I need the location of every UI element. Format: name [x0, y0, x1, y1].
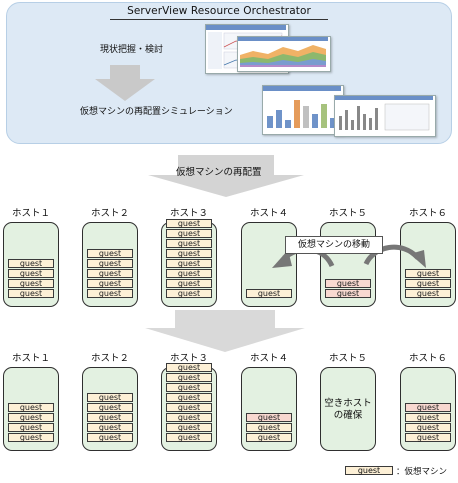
relocation-label: 仮想マシンの再配置: [176, 167, 262, 178]
guest-vm: guest: [8, 423, 54, 432]
guest-vm: guest: [87, 403, 133, 412]
guest-vm: guest: [246, 423, 292, 432]
host-label: ホスト２: [90, 208, 129, 219]
step-relocation-simulation: 仮想マシンの再配置シミュレーション: [80, 107, 233, 117]
guest-vm: guest: [166, 229, 212, 238]
guest-vm: guest: [8, 403, 54, 412]
guest-vm: guest: [405, 269, 451, 278]
down-arrow-icon: [95, 65, 155, 101]
guest-vm: guest: [8, 433, 54, 442]
guest-vm: guest: [87, 433, 133, 442]
guest-vm: guest: [166, 239, 212, 248]
relocation-arrow-icon: [148, 155, 304, 197]
guest-vm: guest: [166, 289, 212, 298]
guest-vm: guest: [87, 259, 133, 268]
stacked-chart-screenshot: [237, 36, 331, 72]
guest-vm: guest: [325, 289, 371, 298]
guest-vm: guest: [405, 279, 451, 288]
guest-vm: guest: [8, 269, 54, 278]
guest-vm: guest: [87, 269, 133, 278]
guest-vm: guest: [87, 289, 133, 298]
guest-vm: guest: [246, 433, 292, 442]
host-label: ホスト１: [11, 208, 50, 219]
free-host-note: 空きホスト の確保: [324, 398, 372, 421]
guest-vm: guest: [8, 289, 54, 298]
guest-vm: guest: [166, 259, 212, 268]
guest-vm: guest: [166, 279, 212, 288]
simulation-detail-thumbnail: [335, 96, 433, 131]
guest-vm: guest: [405, 433, 451, 442]
guest-vm: guest: [405, 423, 451, 432]
host-label: ホスト６: [408, 353, 447, 364]
guest-vm: guest: [166, 373, 212, 382]
host-label: ホスト５: [328, 208, 367, 219]
guest-vm: guest: [87, 393, 133, 402]
guest-vm: guest: [166, 383, 212, 392]
guest-vm: guest: [166, 269, 212, 278]
guest-vm: guest: [166, 393, 212, 402]
host-label: ホスト４: [249, 208, 288, 219]
host-label: ホスト１: [11, 353, 50, 364]
guest-vm: guest: [87, 413, 133, 422]
host-label: ホスト２: [90, 353, 129, 364]
product-title: ServerView Resource Orchestrator: [110, 4, 328, 20]
guest-vm: guest: [325, 279, 371, 288]
guest-vm: guest: [8, 259, 54, 268]
guest-vm: guest: [246, 289, 292, 298]
guest-vm: guest: [166, 363, 212, 372]
migration-callout: 仮想マシンの移動: [285, 236, 383, 254]
guest-vm: guest: [246, 413, 292, 422]
simulation-detail-screenshot: [334, 95, 436, 137]
host-box: 空きホスト の確保: [320, 367, 376, 451]
guest-vm: guest: [166, 219, 212, 228]
guest-vm: guest: [405, 413, 451, 422]
guest-vm: guest: [166, 249, 212, 258]
guest-vm: guest: [166, 423, 212, 432]
simulation-bar-thumbnail: [263, 86, 341, 128]
legend-text: ：仮想マシン: [396, 467, 448, 477]
guest-vm: guest: [87, 279, 133, 288]
guest-vm: guest: [8, 279, 54, 288]
guest-vm: guest: [405, 403, 451, 412]
result-arrow-icon: [145, 310, 305, 352]
host-label: ホスト３: [169, 353, 208, 364]
host-label: ホスト５: [328, 353, 367, 364]
guest-vm: guest: [8, 413, 54, 422]
stacked-area-thumbnail: [238, 37, 328, 67]
host-label: ホスト４: [249, 353, 288, 364]
guest-vm: guest: [166, 413, 212, 422]
legend-guest-swatch: guest: [345, 466, 393, 475]
guest-vm: guest: [87, 249, 133, 258]
host-label: ホスト６: [408, 208, 447, 219]
host-label: ホスト３: [169, 208, 208, 219]
step-current-analysis: 現状把握・検討: [100, 45, 164, 55]
guest-vm: guest: [166, 433, 212, 442]
guest-vm: guest: [166, 403, 212, 412]
guest-vm: guest: [87, 423, 133, 432]
simulation-screenshot: [262, 85, 344, 135]
guest-vm: guest: [405, 289, 451, 298]
